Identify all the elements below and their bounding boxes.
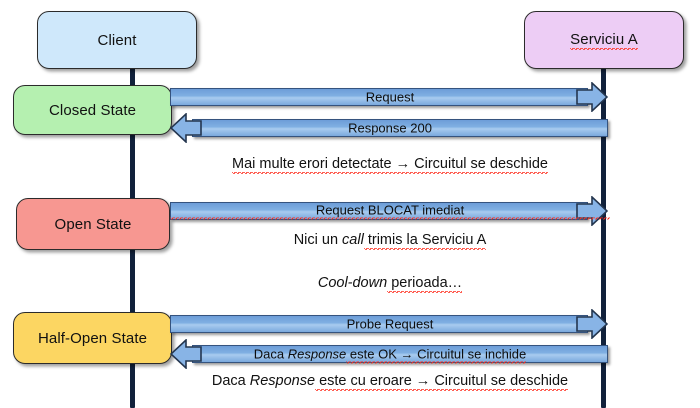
daca-err-italic: Response (249, 373, 316, 389)
message-response-200-bar (192, 119, 608, 137)
node-open-state-label: Open State (54, 215, 132, 233)
arrowhead-right-icon (576, 82, 608, 112)
node-open-state[interactable]: Open State (16, 198, 170, 250)
arrowhead-left-icon (170, 339, 202, 369)
service-lifeline (601, 62, 606, 408)
note-errors-detected: Mai multe erori detectate → Circuitul se… (170, 156, 610, 174)
note-cooldown-suffix: perioada… (387, 275, 463, 293)
node-half-open-state-label: Half-Open State (37, 329, 148, 347)
node-half-open-state[interactable]: Half-Open State (13, 312, 172, 364)
arrowhead-right-icon (576, 309, 608, 339)
note-no-call-prefix: Nici un (293, 232, 343, 248)
message-request[interactable]: Request (170, 82, 610, 112)
note-cooldown-italic: Cool-down (317, 275, 388, 291)
note-daca-response-error: Daca Response este cu eroare → Circuitul… (170, 373, 610, 391)
note-errors-detected-text: Mai multe erori detectate → Circuitul se… (232, 156, 548, 174)
message-request-bar (170, 88, 588, 106)
daca-err-prefix: Daca (211, 373, 250, 389)
node-closed-state-label: Closed State (48, 101, 137, 119)
note-no-call-sent: Nici un call trimis la Serviciu A (170, 232, 610, 250)
daca-err-suffix: este cu eroare → Circuitul se deschide (315, 373, 569, 391)
arrowhead-left-icon (170, 113, 202, 143)
node-closed-state[interactable]: Closed State (13, 85, 172, 135)
node-client[interactable]: Client (37, 11, 197, 69)
note-no-call-suffix: trimis la Serviciu A (363, 232, 487, 250)
node-client-label: Client (97, 31, 137, 49)
message-request-blocat-bar (170, 202, 588, 220)
message-probe-request-bar (170, 315, 588, 333)
note-no-call-italic: call (342, 232, 364, 248)
note-cooldown: Cool-down perioada… (170, 275, 610, 293)
message-daca-response-ok[interactable]: Daca Response este OK → Circuitul se inc… (170, 339, 610, 369)
message-request-blocat[interactable]: Request BLOCAT imediat (170, 196, 610, 226)
message-response-200[interactable]: Response 200 (170, 113, 610, 143)
arrowhead-right-icon (576, 196, 608, 226)
message-daca-response-ok-bar (192, 345, 608, 363)
message-probe-request[interactable]: Probe Request (170, 309, 610, 339)
node-service-a-label: Serviciu A (570, 30, 638, 50)
node-service-a[interactable]: Serviciu A (524, 11, 684, 69)
